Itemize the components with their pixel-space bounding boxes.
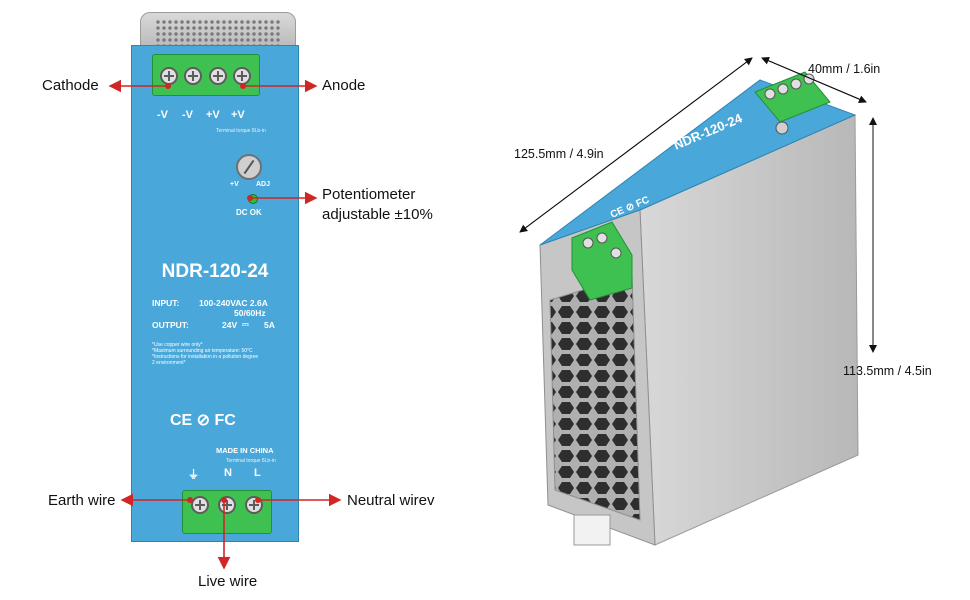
note-line: *Use copper wire only* [152,342,203,348]
model-title: NDR-120-24 [161,261,269,282]
callout-live-wire: Live wire [198,573,258,590]
terminal-torque-note: Terminal torque 8Lb-in [216,128,266,134]
dimension-length-label: 125.5mm / 4.9in [514,147,604,161]
certification-marks: CE ⊘ FC [170,412,236,429]
made-in-label: MADE IN CHINA [216,446,274,455]
dimension-line-length [519,57,753,233]
front-view-product: -V -V +V +V Terminal torque 8Lb-in +V AD… [0,0,470,600]
dc-symbol: ⎓ [242,319,249,329]
input-label: INPUT: [152,298,180,308]
output-label: OUTPUT: [152,320,189,330]
input-torque-note: Terminal torque 8Lb-in [226,458,276,464]
terminal-screw [777,83,789,95]
note-line: 2 environment* [152,360,186,366]
input-pin-label: N [224,467,232,479]
terminal-screw [191,496,209,514]
vent-grille [549,274,641,521]
dimension-height-label: 113.5mm / 4.5in [843,364,932,378]
adj-plus-label: +V [230,181,239,188]
callout-neutral-wire: Neutral wirev [347,492,435,509]
terminal-screw [160,67,178,85]
callout-cathode: Cathode [42,77,99,94]
note-line: *Maximum surrounding air temperature: 50… [152,348,253,354]
potentiometer-knob-icon [775,121,789,135]
terminal-screw [764,88,776,100]
callout-arrows [108,79,342,570]
dc-ok-label: DC OK [236,208,262,217]
input-value: 100-240VAC 2.6A [199,298,268,308]
callout-potentiometer: Potentiometer [322,186,416,203]
output-pin-label: -V [157,109,168,121]
output-voltage: 24V [222,320,238,330]
callout-earth-wire: Earth wire [48,492,116,509]
dimension-line-width [761,57,867,103]
adj-label: ADJ [256,181,271,188]
terminal-screw [790,78,802,90]
output-current: 5A [264,320,275,330]
terminal-screw [610,247,622,259]
input-frequency: 50/60Hz [234,308,266,318]
note-line: *Instructions for installation in a poll… [152,354,259,360]
terminal-screw [184,67,202,85]
callout-anode: Anode [322,77,366,94]
potentiometer-knob-icon [236,154,262,180]
output-pin-label: +V [231,109,245,121]
terminal-screw [209,67,227,85]
dimension-width-label: 40mm / 1.6in [808,62,881,76]
callout-potentiometer-range: adjustable ±10% [322,206,433,223]
input-pin-label: ⏚ [188,469,199,481]
top-vent-grille [155,19,281,47]
output-pin-label: -V [182,109,193,121]
output-terminal-block [152,54,260,96]
top-output-terminal [754,71,831,123]
terminal-screw [596,232,608,244]
output-pin-label: +V [206,109,220,121]
din-rail-clip [573,514,611,546]
safety-notes: *Use copper wire only* *Maximum surround… [152,342,287,366]
top-blue-label [539,79,857,246]
front-blue-panel: -V -V +V +V Terminal torque 8Lb-in +V AD… [131,45,299,542]
input-pin-label: L [254,467,261,479]
terminal-screw [582,237,594,249]
